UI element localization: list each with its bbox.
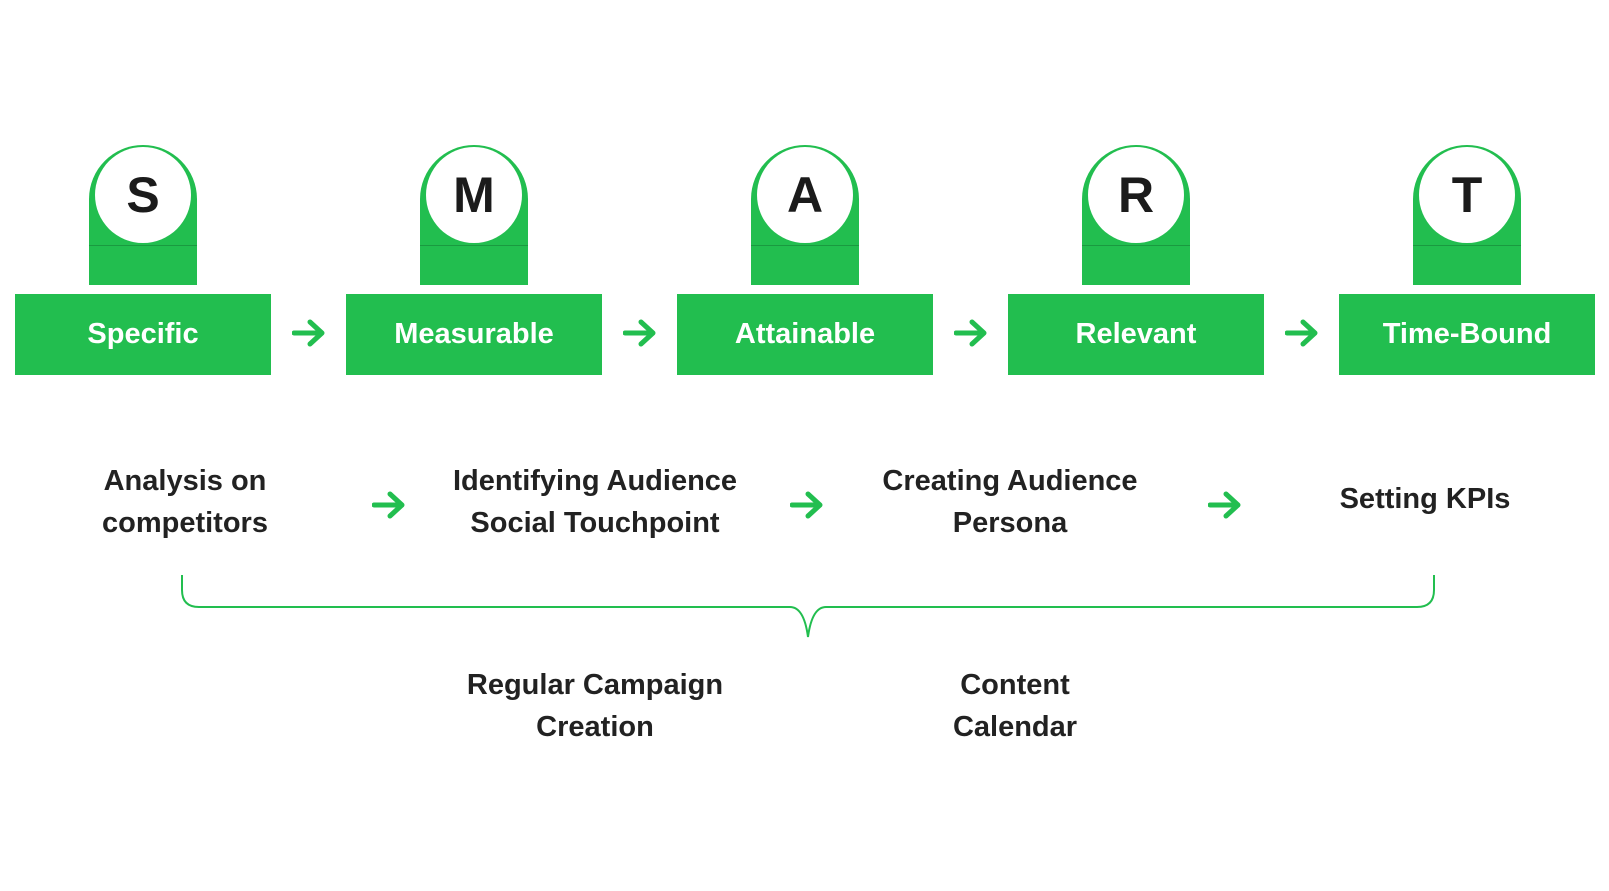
activity-analysis: Analysis on competitors [102, 465, 268, 539]
letter-badge: R [1088, 147, 1184, 243]
outcome-campaign: Regular Campaign Creation [466, 669, 724, 743]
step-label: Time-Bound [1339, 294, 1595, 375]
outcome-calendar: Content Calendar [952, 669, 1078, 743]
arrow-right-icon [372, 491, 405, 519]
arrow-right-icon [790, 491, 823, 519]
letter-badge: S [95, 147, 191, 243]
activity-touchpoint: Identifying Audience Social Touchpoint [452, 465, 738, 539]
arrow-right-icon [1208, 491, 1241, 519]
step-label: Attainable [677, 294, 933, 375]
smart-step-r: R Relevant [1008, 145, 1264, 375]
step-label: Relevant [1008, 294, 1264, 375]
letter-badge: A [757, 147, 853, 243]
arrow-right-icon [623, 319, 656, 347]
arrow-right-icon [1285, 319, 1318, 347]
activity-kpis: Setting KPIs [1339, 483, 1511, 515]
smart-step-a: A Attainable [677, 145, 933, 375]
step-label: Measurable [346, 294, 602, 375]
arrow-right-icon [954, 319, 987, 347]
smart-step-s: S Specific [15, 145, 271, 375]
step-label: Specific [15, 294, 271, 375]
activity-persona: Creating Audience Persona [882, 465, 1138, 539]
arrow-right-icon [292, 319, 325, 347]
letter-badge: T [1419, 147, 1515, 243]
smart-step-m: M Measurable [346, 145, 602, 375]
letter-badge: M [426, 147, 522, 243]
smart-step-t: T Time-Bound [1339, 145, 1595, 375]
